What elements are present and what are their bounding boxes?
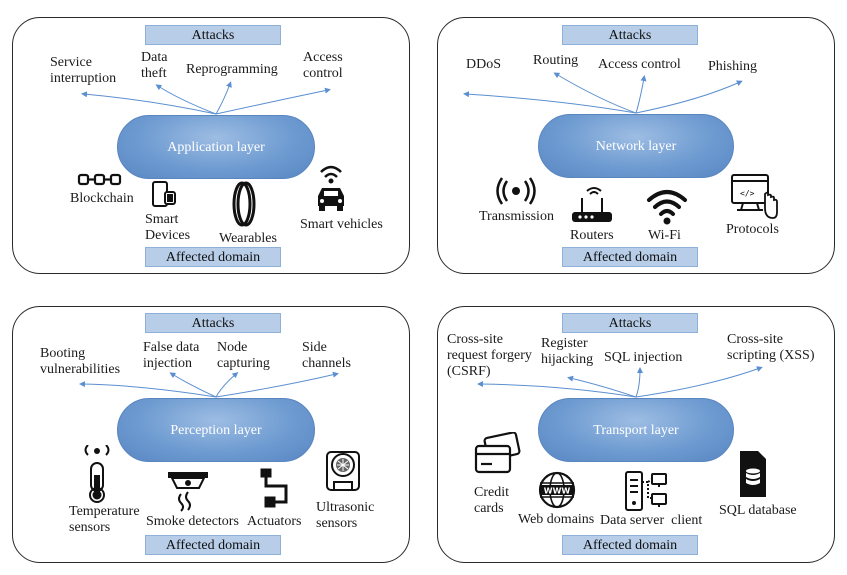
smart-car-icon bbox=[318, 165, 344, 211]
router-icon bbox=[572, 187, 612, 222]
server-client-icon bbox=[625, 471, 667, 511]
attack-access-control: Access control bbox=[598, 57, 681, 72]
domain-web-domains: Web domains bbox=[518, 512, 595, 527]
transmission-icon bbox=[496, 177, 536, 205]
attacks-header: Attacks bbox=[145, 313, 281, 333]
attack-sql-injection: SQL injection bbox=[604, 350, 683, 365]
attack-false-data-injection: False data injection bbox=[143, 340, 200, 371]
attack-access-control: Access control bbox=[303, 50, 343, 81]
domain-routers: Routers bbox=[570, 228, 614, 243]
temperature-sensor-icon bbox=[84, 445, 110, 503]
domain-protocols: Protocols bbox=[726, 222, 779, 237]
attack-csrf: Cross-site request forgery (CSRF) bbox=[447, 332, 532, 379]
affected-domain-footer: Affected domain bbox=[562, 535, 698, 555]
application-layer: Application layer bbox=[117, 115, 315, 179]
affected-domain-footer: Affected domain bbox=[145, 535, 281, 555]
domain-actuators: Actuators bbox=[247, 514, 302, 529]
protocol-code-icon: </> bbox=[731, 174, 778, 219]
domain-credit-cards: Credit cards bbox=[474, 485, 509, 516]
domain-smart-vehicles: Smart vehicles bbox=[300, 217, 383, 232]
credit-card-icon bbox=[474, 432, 521, 474]
domain-wearables: Wearables bbox=[219, 231, 277, 246]
smartphone-watch-icon bbox=[152, 181, 176, 207]
affected-domain-footer: Affected domain bbox=[562, 247, 698, 267]
attack-side-channels: Side channels bbox=[302, 340, 351, 371]
svg-text:</>: </> bbox=[740, 189, 755, 198]
blockchain-icon bbox=[77, 173, 122, 186]
smoke-detector-icon bbox=[168, 472, 208, 512]
attack-node-capturing: Node capturing bbox=[217, 340, 270, 371]
attack-phishing: Phishing bbox=[708, 59, 758, 74]
domain-wifi: Wi-Fi bbox=[648, 228, 681, 243]
attack-reprogramming: Reprogramming bbox=[186, 62, 278, 77]
domain-smart-devices: Smart Devices bbox=[145, 212, 191, 243]
wifi-icon bbox=[647, 190, 687, 225]
attack-ddos: DDoS bbox=[466, 57, 502, 72]
domain-temperature-sensors: Temperature sensors bbox=[69, 504, 140, 535]
wearable-band-icon bbox=[232, 181, 256, 227]
domain-ultrasonic-sensors: Ultrasonic sensors bbox=[316, 500, 375, 531]
affected-domain-footer: Affected domain bbox=[145, 247, 281, 267]
attacks-header: Attacks bbox=[562, 25, 698, 45]
ultrasonic-sensor-icon bbox=[326, 451, 360, 491]
domain-data-server-client: Data server client bbox=[600, 513, 703, 528]
attacks-header: Attacks bbox=[145, 25, 281, 45]
actuator-icon bbox=[260, 468, 288, 508]
attack-data-theft: Data theft bbox=[141, 50, 168, 81]
attack-service-interruption: Service interruption bbox=[50, 55, 117, 86]
domain-sql-database: SQL database bbox=[719, 503, 797, 518]
transport-layer: Transport layer bbox=[538, 398, 734, 462]
www-globe-icon: WWW bbox=[538, 471, 576, 509]
attacks-header: Attacks bbox=[562, 313, 698, 333]
domain-transmission: Transmission bbox=[479, 209, 554, 224]
domain-smoke-detectors: Smoke detectors bbox=[146, 514, 239, 529]
attack-booting-vulnerabilities: Booting vulnerabilities bbox=[40, 346, 121, 377]
attack-xss: Cross-site scripting (XSS) bbox=[727, 332, 815, 363]
attack-register-hijacking: Register hijacking bbox=[541, 336, 594, 367]
perception-layer: Perception layer bbox=[117, 398, 315, 462]
sql-database-icon bbox=[740, 451, 766, 497]
svg-text:WWW: WWW bbox=[544, 487, 571, 496]
attack-routing: Routing bbox=[533, 53, 579, 68]
domain-blockchain: Blockchain bbox=[70, 191, 134, 206]
network-layer: Network layer bbox=[538, 114, 734, 178]
